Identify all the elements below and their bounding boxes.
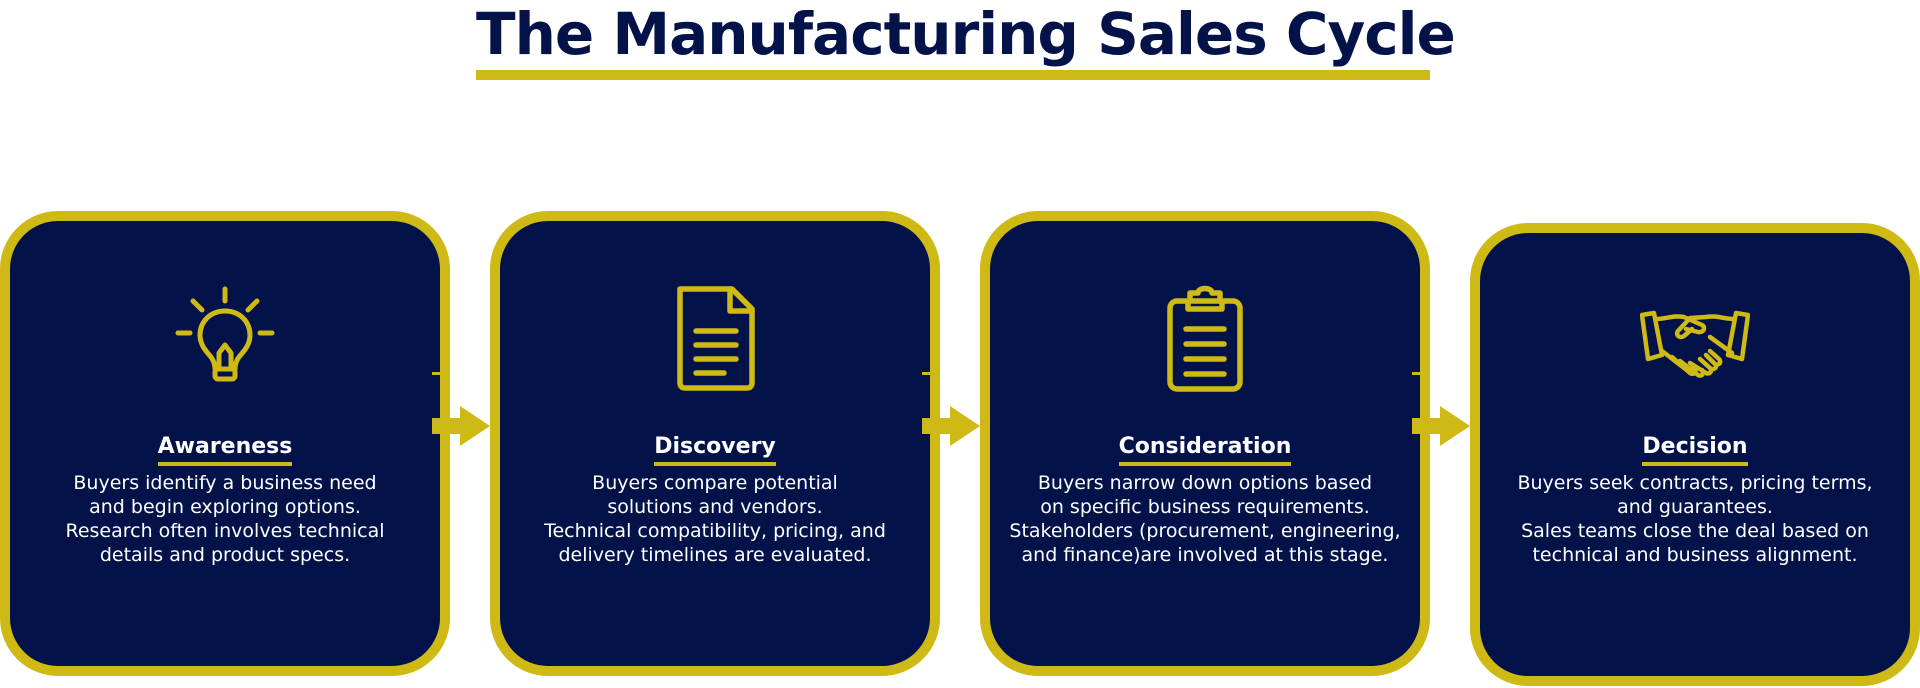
stage-heading: Decision — [1480, 433, 1910, 466]
lightbulb-icon — [170, 283, 280, 393]
stage-description: Buyers seek contracts, pricing terms, an… — [1517, 472, 1873, 566]
arrow-right-icon — [922, 368, 982, 488]
stage-heading: Awareness — [10, 433, 440, 466]
stage-card-discovery: Discovery Buyers compare potential solut… — [490, 211, 940, 676]
arrow-right-icon — [1412, 368, 1472, 488]
clipboard-icon — [1150, 283, 1260, 393]
title-underline — [476, 70, 1430, 80]
stage-description: Buyers compare potential solutions and v… — [544, 472, 886, 566]
stage-heading: Consideration — [990, 433, 1420, 466]
arrow-right-icon — [432, 368, 492, 488]
page-title: The Manufacturing Sales Cycle — [476, 0, 1456, 68]
handshake-icon — [1640, 285, 1750, 395]
stage-card-consideration: Consideration Buyers narrow down options… — [980, 211, 1430, 676]
stage-card-decision: Decision Buyers seek contracts, pricing … — [1470, 223, 1920, 686]
stage-description: Buyers identify a business need and begi… — [65, 472, 385, 566]
stage-description: Buyers narrow down options based on spec… — [1009, 472, 1401, 566]
stage-card-awareness: Awareness Buyers identify a business nee… — [0, 211, 450, 676]
stage-heading: Discovery — [500, 433, 930, 466]
document-icon — [660, 283, 770, 393]
